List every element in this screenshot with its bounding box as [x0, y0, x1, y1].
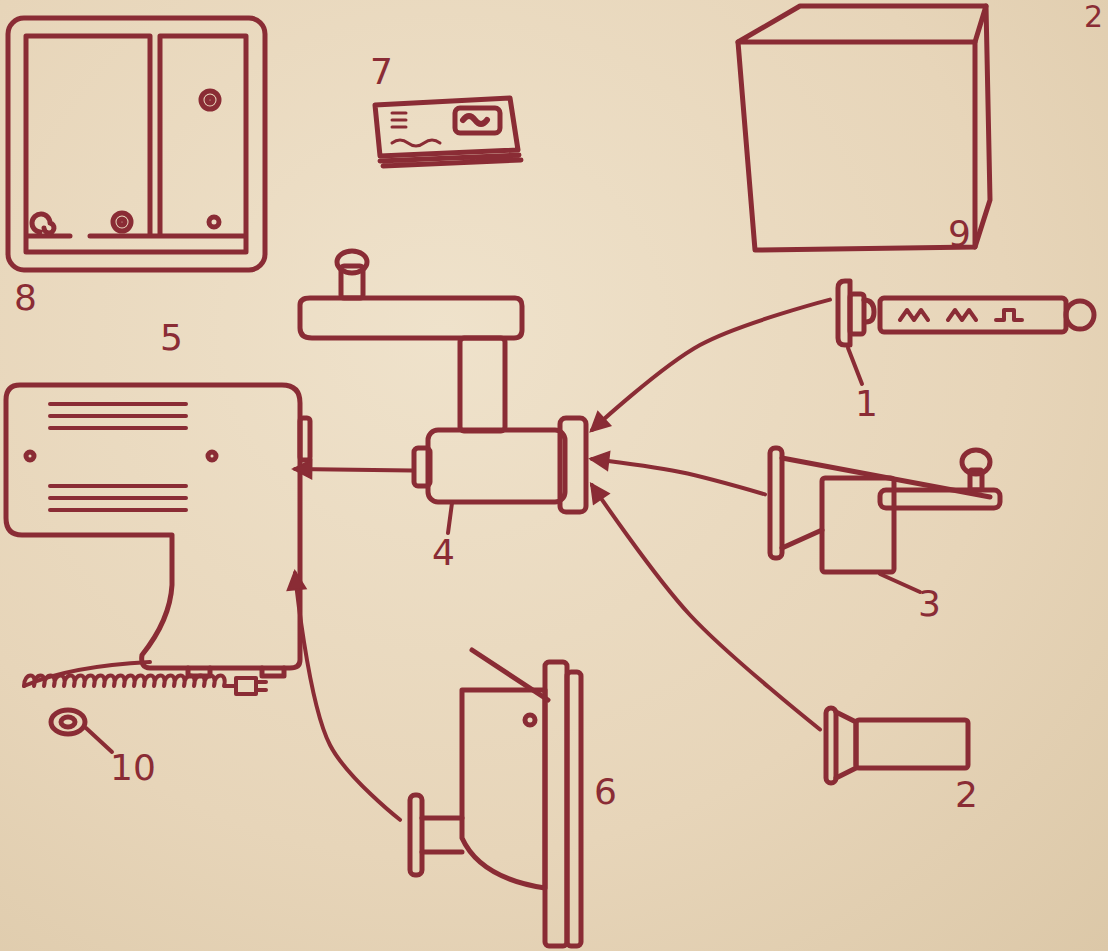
control-box-panel: [26, 36, 246, 252]
attachment-flange: [770, 448, 782, 558]
part-region: 7: [365, 50, 525, 170]
leader-line: [880, 574, 920, 592]
slicer-plate: [567, 672, 581, 946]
grinder-barrel: [428, 430, 565, 502]
grinder-stub: [414, 448, 430, 486]
part-region: 1: [830, 265, 1095, 430]
callout-number: 6: [594, 772, 617, 812]
slicer-body: [462, 690, 545, 888]
part-region: 3: [765, 430, 1005, 625]
booklet-pages: [380, 155, 521, 166]
slicer-neck: [422, 818, 462, 852]
control-knob: [113, 213, 131, 231]
motor-vents: [50, 404, 186, 510]
booklet-picture: [463, 116, 487, 124]
control-knob: [201, 91, 219, 109]
part-region: 8: [5, 15, 270, 315]
grinder-neck: [460, 338, 505, 431]
control-knob: [207, 97, 213, 103]
leader-line: [848, 348, 862, 384]
leader-line: [86, 728, 112, 752]
part-region: 4: [412, 285, 592, 575]
page-number: 2: [1084, 0, 1103, 34]
attachment-horn: [782, 458, 990, 548]
part-region: 2: [820, 700, 985, 818]
knife-blades: [900, 310, 1022, 320]
packing-box-side: [975, 6, 990, 247]
washer: [61, 717, 75, 727]
leader-line: [448, 503, 452, 533]
control-knob: [209, 217, 219, 227]
packing-box-top: [738, 6, 986, 42]
assembly-arrow: [295, 573, 400, 820]
cutting-disc: [864, 300, 874, 322]
slicer-plate: [545, 662, 567, 946]
control-knob: [119, 219, 125, 225]
power-plug: [236, 678, 266, 694]
callout-number: 4: [432, 533, 455, 573]
washer: [51, 710, 85, 734]
part-region: 10: [45, 700, 160, 795]
callout-number: 2: [955, 775, 978, 815]
control-box-outline: [8, 18, 265, 270]
part-region: 9: [733, 3, 995, 260]
assembly-arrow: [295, 469, 412, 471]
part-region: 5: [0, 315, 295, 700]
assembly-arrow: [592, 459, 765, 494]
knife-end: [1066, 301, 1094, 329]
attachment-knob: [962, 450, 990, 474]
control-knob: [32, 214, 54, 233]
grinder-tray: [300, 298, 522, 338]
part-region: 6: [400, 640, 625, 950]
callout-number: 9: [948, 214, 971, 254]
tube-body: [856, 720, 968, 768]
assembly-arrow: [592, 300, 830, 430]
motor-housing: [6, 385, 300, 668]
booklet-text: [392, 113, 440, 146]
knife-bar: [880, 298, 1066, 332]
tube-flange: [826, 708, 836, 783]
power-cord-coil: [24, 676, 236, 687]
assembly-arrow: [592, 485, 820, 729]
packing-box-front: [738, 42, 975, 250]
motor-screw: [26, 452, 34, 460]
slicer-screw: [525, 715, 535, 725]
tube-cone: [836, 712, 856, 778]
attachment-bar: [880, 490, 1000, 508]
callout-number: 8: [14, 278, 37, 318]
slicer-handle: [472, 650, 548, 700]
callout-number: 7: [370, 52, 393, 92]
booklet-cover: [375, 98, 518, 156]
callout-number: 3: [918, 584, 941, 624]
callout-number: 1: [855, 384, 878, 424]
callout-number: 5: [160, 318, 183, 358]
motor-coupling: [300, 418, 310, 460]
grinder-collar: [560, 418, 586, 512]
motor-screw: [208, 452, 216, 460]
booklet-picture: [455, 108, 500, 133]
callout-number: 10: [110, 748, 156, 788]
slicer-flange: [410, 795, 422, 875]
grinder-pusher: [337, 251, 367, 273]
